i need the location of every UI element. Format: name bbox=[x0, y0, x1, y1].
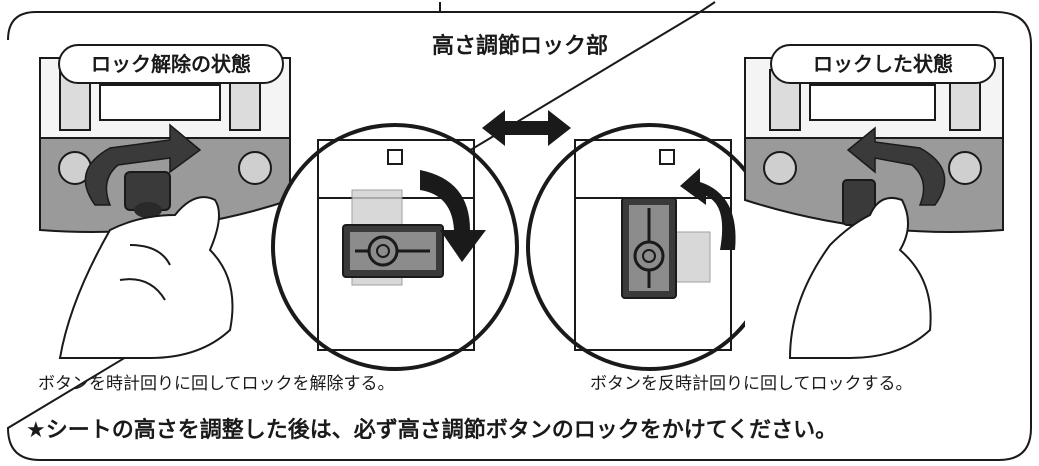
clockwise-arrow-icon bbox=[84, 123, 202, 206]
locked-state-label: ロックした状態 bbox=[770, 44, 996, 84]
unlock-caption: ボタンを時計回りに回してロックを解除する。 bbox=[38, 374, 395, 394]
right-zoom-circle bbox=[526, 123, 774, 371]
clockwise-arrow-icon bbox=[420, 170, 486, 262]
lock-reminder-note: ★シートの高さを調整した後は、必ず高さ調節ボタンのロックをかけてください。 bbox=[26, 418, 838, 443]
lock-caption: ボタンを反時計回りに回してロックする。 bbox=[590, 374, 913, 394]
left-illustration bbox=[39, 57, 291, 359]
double-arrow-icon bbox=[482, 110, 571, 146]
counterclockwise-arrow-icon bbox=[680, 168, 736, 250]
left-zoom-circle bbox=[271, 123, 519, 371]
panel-frame bbox=[6, 1, 1032, 461]
right-illustration bbox=[744, 57, 1004, 359]
unlocked-state-label: ロック解除の状態 bbox=[58, 44, 284, 84]
counterclockwise-arrow-icon bbox=[846, 126, 946, 206]
section-title: 高さ調節ロック部 bbox=[431, 34, 608, 59]
